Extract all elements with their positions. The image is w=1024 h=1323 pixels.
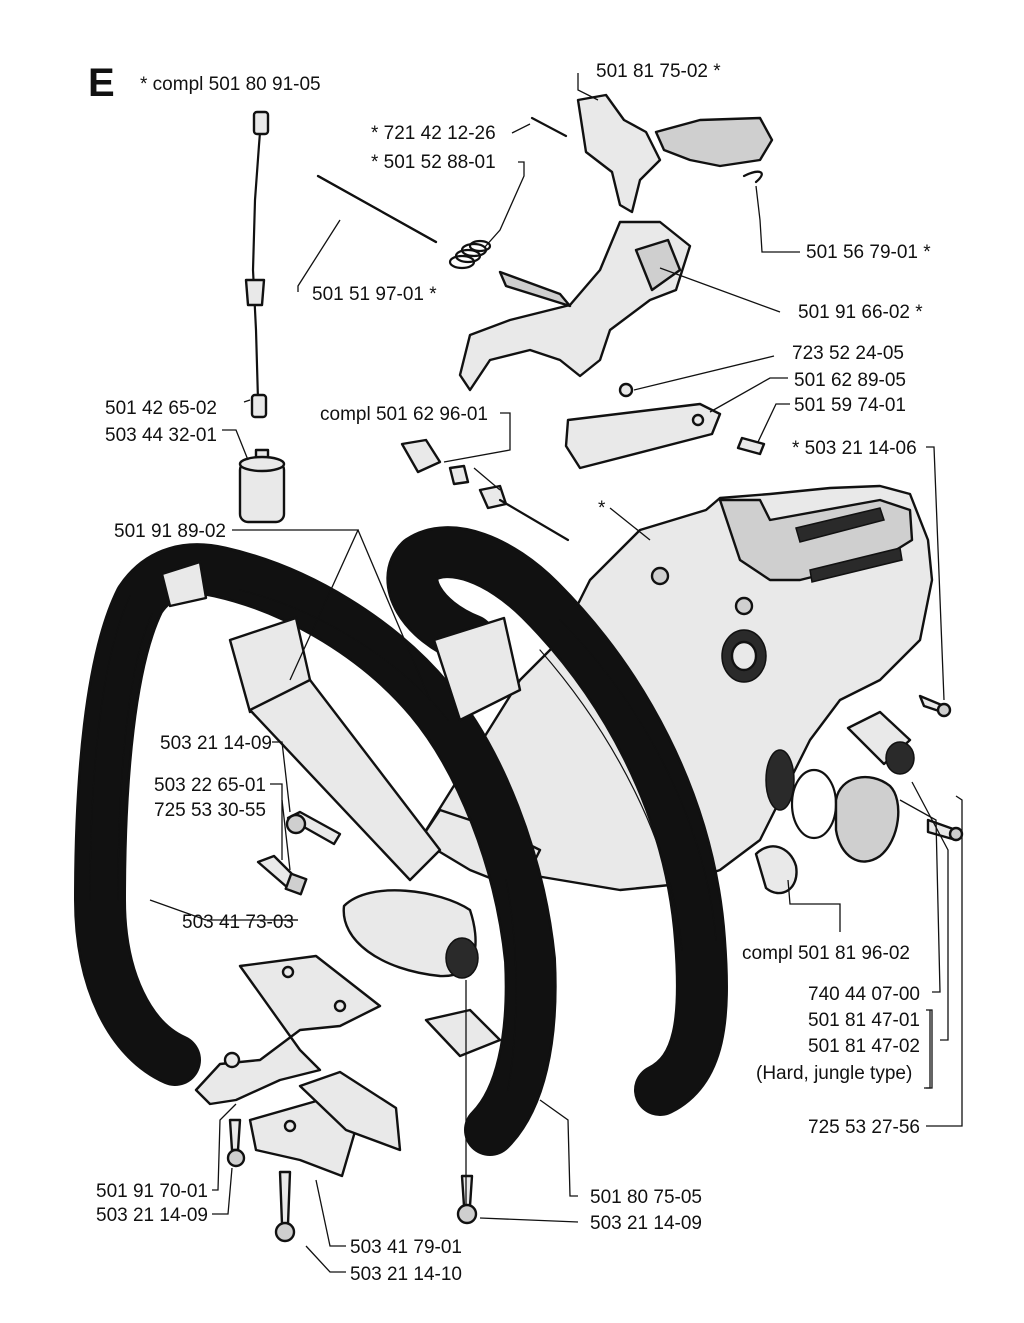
label-group-bracket xyxy=(926,1009,933,1089)
label-501-81-47-02: 501 81 47-02 xyxy=(808,1036,920,1057)
label-503-21-14-09-upper: 503 21 14-09 xyxy=(160,733,272,754)
fuel-filter-part xyxy=(238,448,286,524)
throttle-rod-part xyxy=(316,174,438,244)
label-501-62-89-05: 501 62 89-05 xyxy=(794,370,906,391)
choke-linkage-part xyxy=(400,438,570,542)
label-hard-jungle-type: (Hard, jungle type) xyxy=(756,1063,912,1084)
label-725-53-27-56: 725 53 27-56 xyxy=(808,1117,920,1138)
pin-part xyxy=(530,116,568,138)
label-star: * xyxy=(598,498,606,519)
label-503-44-32-01: 503 44 32-01 xyxy=(105,425,217,446)
throttle-lock-part xyxy=(576,93,774,214)
label-501-80-75-05: 501 80 75-05 xyxy=(590,1187,702,1208)
label-501-91-66-02: 501 91 66-02 * xyxy=(798,302,923,323)
label-501-59-74-01: 501 59 74-01 xyxy=(794,395,906,416)
label-721-42-12-26: * 721 42 12-26 xyxy=(371,123,496,144)
label-compl-501-62-96-01: compl 501 62 96-01 xyxy=(320,404,488,425)
label-723-52-24-05: 723 52 24-05 xyxy=(792,343,904,364)
assembly-note: * compl 501 80 91-05 xyxy=(140,74,321,95)
right-handlebar-part xyxy=(386,526,728,1116)
label-740-44-07-00: 740 44 07-00 xyxy=(808,984,920,1005)
label-501-81-47-01: 501 81 47-01 xyxy=(808,1010,920,1031)
spring-part xyxy=(448,239,492,270)
label-501-91-70-01: 501 91 70-01 xyxy=(96,1181,208,1202)
label-503-21-14-09-left: 503 21 14-09 xyxy=(96,1205,208,1226)
mounting-bracket-part xyxy=(194,954,502,1178)
front-handlebar-part xyxy=(74,543,557,1156)
label-501-81-75-02: 501 81 75-02 * xyxy=(596,61,721,82)
handle-grip-sleeve-part xyxy=(228,616,522,882)
label-503-41-73-03: 503 41 73-03 xyxy=(182,912,294,933)
section-letter: E xyxy=(88,61,115,105)
screw-parts xyxy=(226,694,964,1243)
label-501-42-65-02: 501 42 65-02 xyxy=(105,398,217,419)
label-725-53-30-55: 725 53 30-55 xyxy=(154,800,266,821)
label-503-21-14-10: 503 21 14-10 xyxy=(350,1264,462,1285)
choke-plate-part xyxy=(564,382,766,470)
throttle-cable-part xyxy=(244,110,270,419)
label-503-22-65-01: 503 22 65-01 xyxy=(154,775,266,796)
label-503-21-14-06: * 503 21 14-06 xyxy=(792,438,917,459)
leader-lines xyxy=(149,73,963,1273)
label-501-51-97-01: 501 51 97-01 * xyxy=(312,284,437,305)
label-501-52-88-01: * 501 52 88-01 xyxy=(371,152,496,173)
label-compl-501-81-96-02: compl 501 81 96-02 xyxy=(742,943,910,964)
label-503-41-79-01: 503 41 79-01 xyxy=(350,1237,462,1258)
handle-housing-part xyxy=(418,484,934,892)
throttle-trigger-part xyxy=(458,220,692,392)
vibration-damper-part xyxy=(754,710,915,895)
label-501-91-89-02: 501 91 89-02 xyxy=(114,521,226,542)
label-501-56-79-01: 501 56 79-01 * xyxy=(806,242,931,263)
label-503-21-14-09-right: 503 21 14-09 xyxy=(590,1213,702,1234)
